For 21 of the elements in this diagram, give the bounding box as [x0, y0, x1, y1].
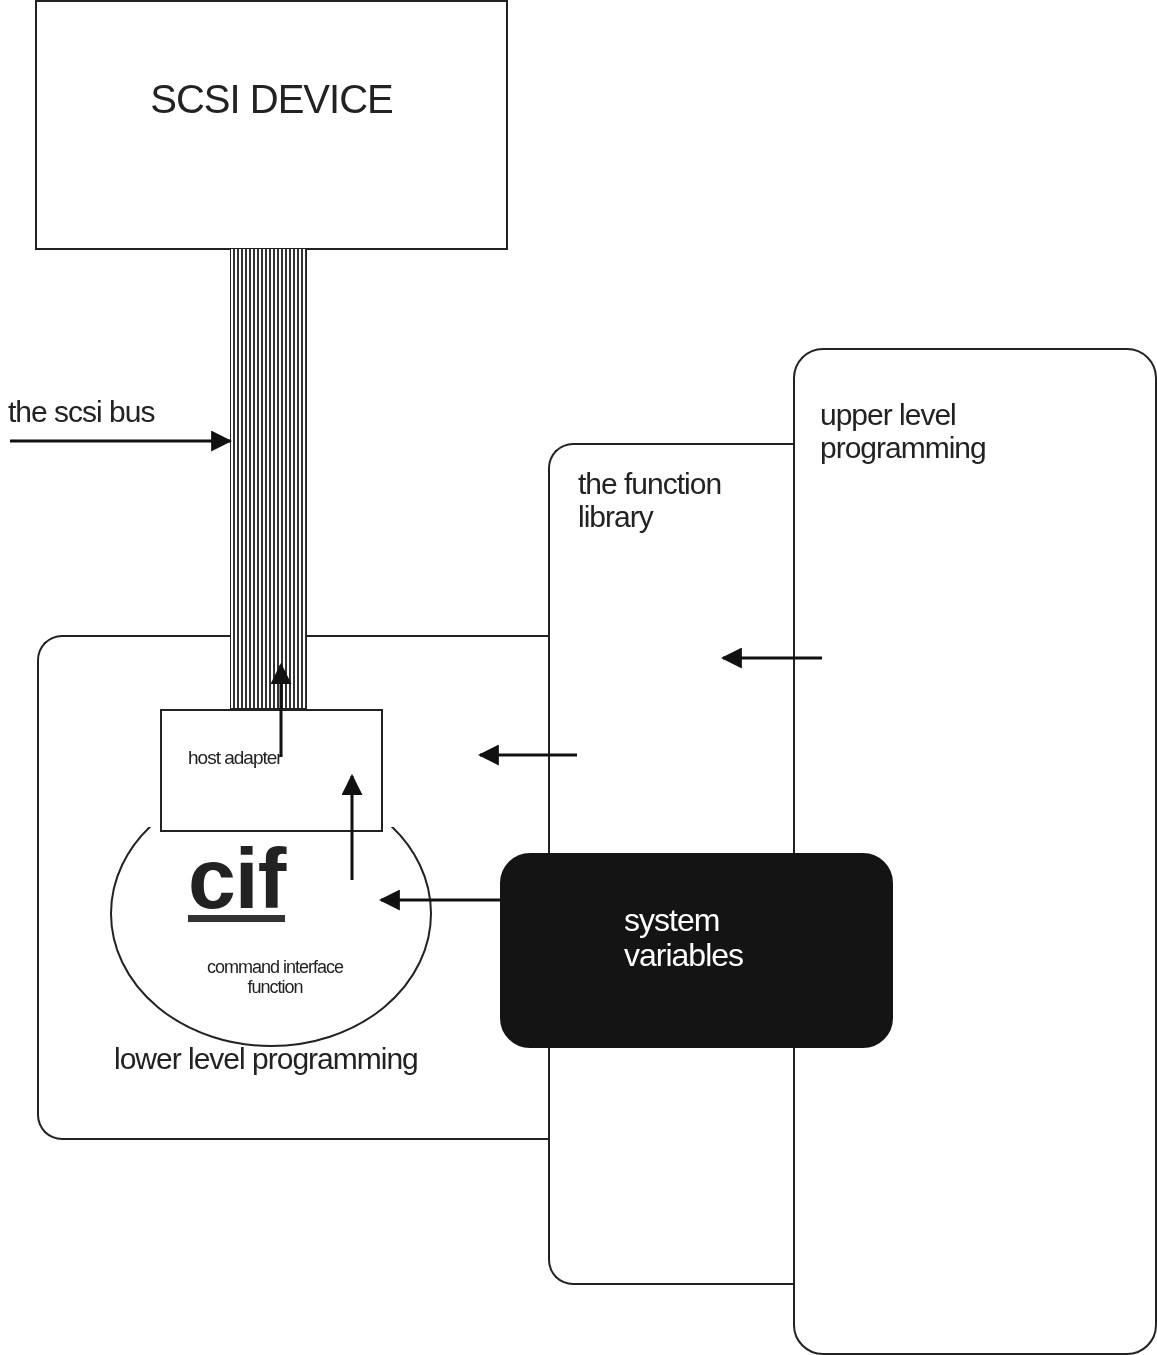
label: SCSI DEVICE [149, 77, 394, 121]
arrow [477, 744, 577, 766]
process-box [160, 709, 383, 832]
arrow [341, 773, 363, 880]
acronym: cif [188, 842, 286, 923]
arrow [720, 647, 822, 669]
ribbon-cable [230, 248, 307, 709]
panel [793, 348, 1157, 1355]
panel [37, 635, 548, 1140]
label: command interface function [205, 957, 345, 997]
label: the scsi bus [8, 395, 155, 428]
arrow [378, 889, 500, 911]
label: upper level programming [820, 398, 987, 464]
label: lower level programming [114, 1042, 419, 1075]
arrow [10, 430, 233, 452]
label: the function library [578, 467, 723, 533]
label: system variables [624, 903, 745, 973]
arrow [270, 662, 292, 757]
dark-box [500, 853, 893, 1048]
device-box [35, 0, 508, 250]
label: host adapter [188, 746, 284, 770]
